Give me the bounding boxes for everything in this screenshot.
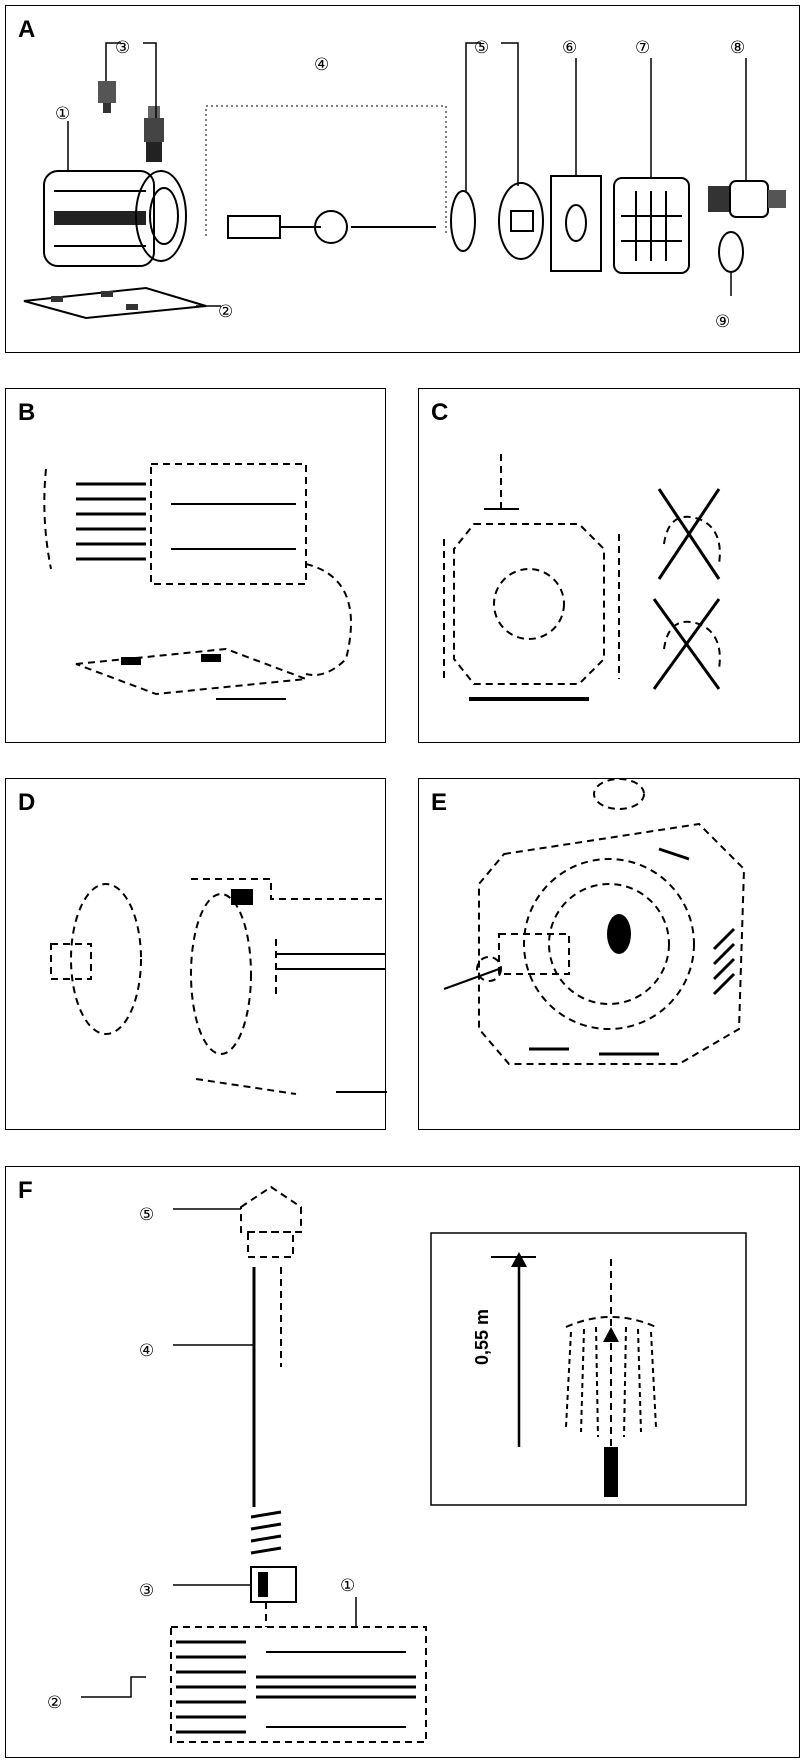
strainer-cage-drawing xyxy=(613,177,690,274)
callout-a-1: ① xyxy=(55,104,70,124)
callout-f-4: ④ xyxy=(139,1341,154,1361)
leader-lines-f xyxy=(81,1208,357,1698)
panel-c-letter: C xyxy=(431,399,449,426)
callout-f-3: ③ xyxy=(139,1581,154,1601)
pump-side-view-drawing xyxy=(43,463,352,700)
pump-filter-assembly-drawing xyxy=(443,778,746,1065)
callout-a-8: ⑧ xyxy=(730,38,745,58)
rotor-assembly-drawing xyxy=(205,105,447,244)
callout-a-9: ⑨ xyxy=(715,312,730,332)
connectors-drawing xyxy=(98,81,164,162)
pump-housing-drawing xyxy=(43,170,187,267)
exploded-pump-diagram: ① ② ③ ④ ⑤ ⑥ ⑦ ⑧ ⑨ xyxy=(23,38,786,332)
fountain-setup-drawing: ⑤ ④ ③ ① ② 0,55 m xyxy=(47,1185,747,1743)
callout-f-1: ① xyxy=(340,1576,355,1596)
leader-lines-a xyxy=(67,42,747,307)
callout-a-4: ④ xyxy=(314,55,329,75)
panel-b-letter: B xyxy=(18,399,36,426)
outlet-fitting-drawing xyxy=(708,180,786,218)
panel-c: C xyxy=(418,388,800,743)
callout-a-6: ⑥ xyxy=(562,38,577,58)
incorrect-position-marks xyxy=(652,488,721,690)
callout-f-5: ⑤ xyxy=(139,1205,154,1225)
pump-body-drawing xyxy=(170,1626,427,1743)
panel-a-letter: A xyxy=(18,16,36,43)
callout-a-7: ⑦ xyxy=(635,38,650,58)
callout-f-2: ② xyxy=(47,1693,62,1713)
panel-f: F xyxy=(5,1166,800,1758)
panel-d: D xyxy=(5,778,387,1130)
cap-drawing xyxy=(718,231,744,273)
base-plate-drawing xyxy=(23,286,207,320)
panel-e-letter: E xyxy=(431,789,448,816)
outlet-nozzle-drawing xyxy=(443,933,570,990)
fountain-spray-drawing xyxy=(565,1259,657,1497)
callout-a-2: ② xyxy=(218,302,233,322)
pump-cover-removal-drawing xyxy=(50,878,387,1095)
panel-d-letter: D xyxy=(18,789,36,816)
panel-a: A xyxy=(5,5,800,353)
seal-and-cover-drawing xyxy=(450,182,544,260)
panel-b: B xyxy=(5,388,386,743)
panel-f-letter: F xyxy=(18,1177,33,1204)
height-label: 0,55 m xyxy=(472,1309,492,1365)
pump-front-view-drawing xyxy=(443,454,721,701)
callout-a-5: ⑤ xyxy=(474,38,489,58)
panel-e: E xyxy=(418,778,800,1130)
fountain-height-inset: 0,55 m xyxy=(430,1232,747,1506)
filter-block-drawing xyxy=(550,175,602,272)
callout-a-3: ③ xyxy=(115,38,130,58)
